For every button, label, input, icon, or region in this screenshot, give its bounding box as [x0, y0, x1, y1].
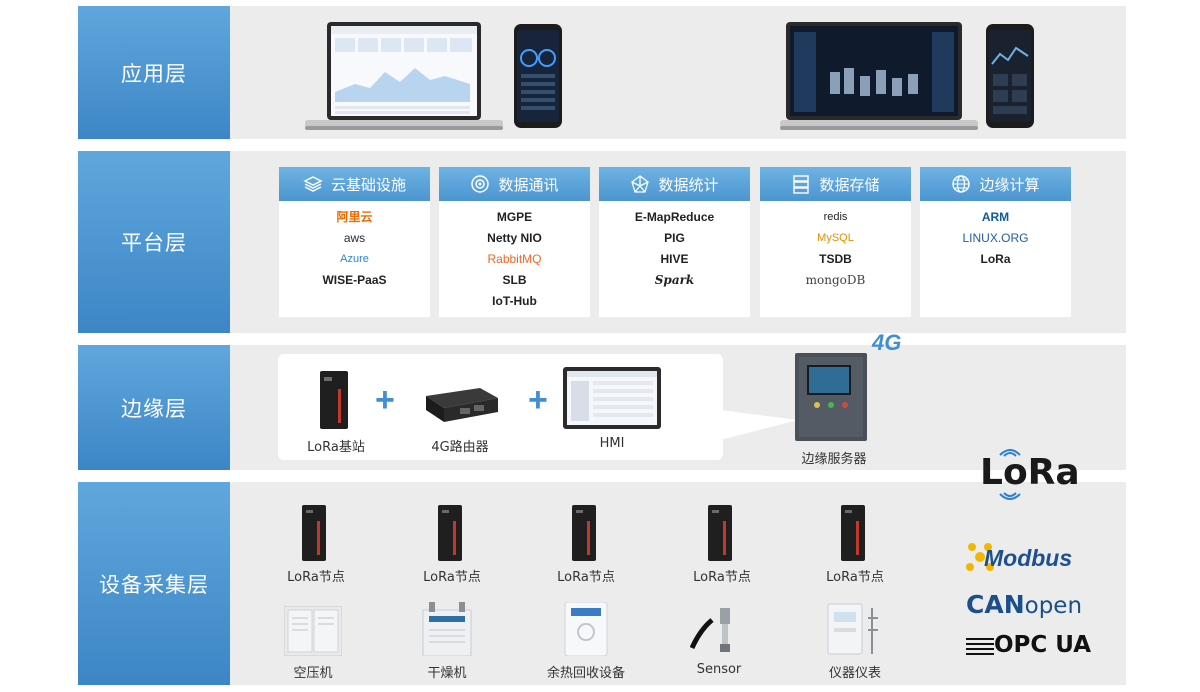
phone-monitor-image — [986, 24, 1034, 128]
platform-card-storage-header: 数据存储 — [760, 167, 911, 201]
lora-logo-text: LoRa — [980, 252, 1011, 266]
platform-item: PIG — [664, 231, 685, 245]
sensor-image — [690, 608, 730, 652]
platform-card-communication-header: 数据通讯 — [439, 167, 590, 201]
opc-stripes-icon — [966, 638, 994, 655]
hmi-caption: HMI — [599, 436, 625, 451]
network-icon — [631, 175, 650, 193]
platform-card-storage: 数据存储 redis MySQL TSDB mongoDB — [760, 167, 911, 317]
canopen-open-text: open — [1024, 593, 1083, 619]
mongodb-logo-text: mongoDB — [805, 273, 866, 287]
platform-card-cloud: 云基础设施 阿里云 aws Azure WISE-PaaS — [279, 167, 430, 317]
router-caption: 4G路由器 — [431, 440, 489, 455]
signal-icon — [471, 175, 490, 193]
equipment-caption: 余热回收设备 — [546, 666, 625, 681]
platform-card-statistics: 数据统计 E-MapReduce PIG HIVE Spark — [599, 167, 750, 317]
opcua-logo: OPC UA — [994, 632, 1092, 658]
lora-protocol-logo: LoRa — [980, 452, 1080, 493]
platform-card-cloud-header: 云基础设施 — [279, 167, 430, 201]
dryer-image — [422, 602, 472, 656]
platform-item: Netty NIO — [487, 231, 542, 245]
platform-item: HIVE — [660, 252, 689, 266]
canopen-can-text: CAN — [966, 590, 1025, 619]
layer-label-platform: 平台层 — [78, 151, 230, 333]
lora-node-caption: LoRa节点 — [826, 570, 884, 585]
platform-item: MGPE — [496, 210, 533, 224]
lora-node-image — [438, 505, 462, 561]
equipment-caption: Sensor — [696, 662, 742, 677]
redis-logo-text: redis — [823, 211, 848, 223]
azure-logo-text: Azure — [340, 253, 369, 265]
aliyun-logo-text: 阿里云 — [336, 210, 373, 224]
lora-node-image — [708, 505, 732, 561]
linux-org-logo-text: LINUX.ORG — [962, 231, 1029, 245]
equipment-caption: 干燥机 — [427, 666, 467, 681]
rabbitmq-logo-text: RabbitMQ — [487, 252, 542, 266]
lora-node-caption: LoRa节点 — [423, 570, 481, 585]
layers-icon — [303, 176, 323, 192]
platform-card-title: 数据通讯 — [498, 175, 559, 194]
lora-node-caption: LoRa节点 — [287, 570, 345, 585]
lora-node-caption: LoRa节点 — [557, 570, 615, 585]
platform-card-title: 数据存储 — [819, 175, 880, 194]
canopen-logo: CANopen — [966, 590, 1082, 619]
arm-logo-text: ARM — [981, 210, 1010, 224]
platform-item: IoT-Hub — [492, 294, 537, 308]
platform-item: E-MapReduce — [634, 210, 715, 224]
mysql-logo-text: MySQL — [817, 232, 854, 244]
lora-node-caption: LoRa节点 — [693, 570, 751, 585]
meter-image — [827, 603, 878, 655]
equipment-caption: 空压机 — [293, 666, 333, 681]
layer-label-app: 应用层 — [78, 6, 230, 139]
lora-base-station-image — [320, 371, 348, 429]
badge-4g: 4G — [872, 330, 902, 355]
aws-logo-text: aws — [343, 231, 366, 245]
router-4g-image — [426, 388, 498, 422]
callout-pointer — [720, 410, 798, 440]
platform-card-edge-computing-header: 边缘计算 — [920, 167, 1071, 201]
platform-card-edge-computing: 边缘计算 ARM LINUX.ORG LoRa — [920, 167, 1071, 317]
phone-dashboard-image — [514, 24, 562, 128]
modbus-logo-icon — [966, 543, 994, 571]
hmi-panel-image — [563, 367, 661, 429]
lora-node-image — [572, 505, 596, 561]
laptop-3d-factory-image — [780, 22, 978, 132]
air-compressor-image — [284, 606, 342, 656]
plus-icon: + — [528, 381, 548, 419]
platform-card-statistics-header: 数据统计 — [599, 167, 750, 201]
lora-node-image — [302, 505, 326, 561]
modbus-logo: Modbus — [984, 545, 1073, 571]
platform-card-title: 边缘计算 — [979, 175, 1040, 194]
equipment-caption: 仪器仪表 — [828, 666, 881, 681]
plus-icon: + — [375, 381, 395, 419]
device-layer-panel — [230, 482, 1126, 685]
lora-signal-icon — [999, 449, 1021, 457]
platform-item: SLB — [502, 273, 527, 287]
spark-logo-text: Spark — [654, 273, 695, 287]
platform-card-title: 云基础设施 — [330, 175, 406, 194]
lora-base-caption: LoRa基站 — [307, 440, 365, 455]
layer-label-edge: 边缘层 — [78, 345, 230, 470]
platform-card-communication: 数据通讯 MGPE Netty NIO RabbitMQ SLB IoT-Hub — [439, 167, 590, 317]
lora-signal-icon — [999, 492, 1021, 500]
platform-card-title: 数据统计 — [658, 175, 719, 194]
laptop-dashboard-image — [305, 22, 503, 132]
layer-label-device: 设备采集层 — [78, 482, 230, 685]
edge-server-cabinet-image — [795, 353, 867, 441]
database-icon — [793, 175, 810, 194]
globe-icon — [952, 175, 971, 193]
platform-item: WISE-PaaS — [322, 273, 387, 287]
edge-server-caption: 边缘服务器 — [801, 452, 867, 467]
lora-node-image — [841, 505, 865, 561]
heat-recovery-image — [564, 602, 608, 656]
platform-item: TSDB — [819, 252, 852, 266]
